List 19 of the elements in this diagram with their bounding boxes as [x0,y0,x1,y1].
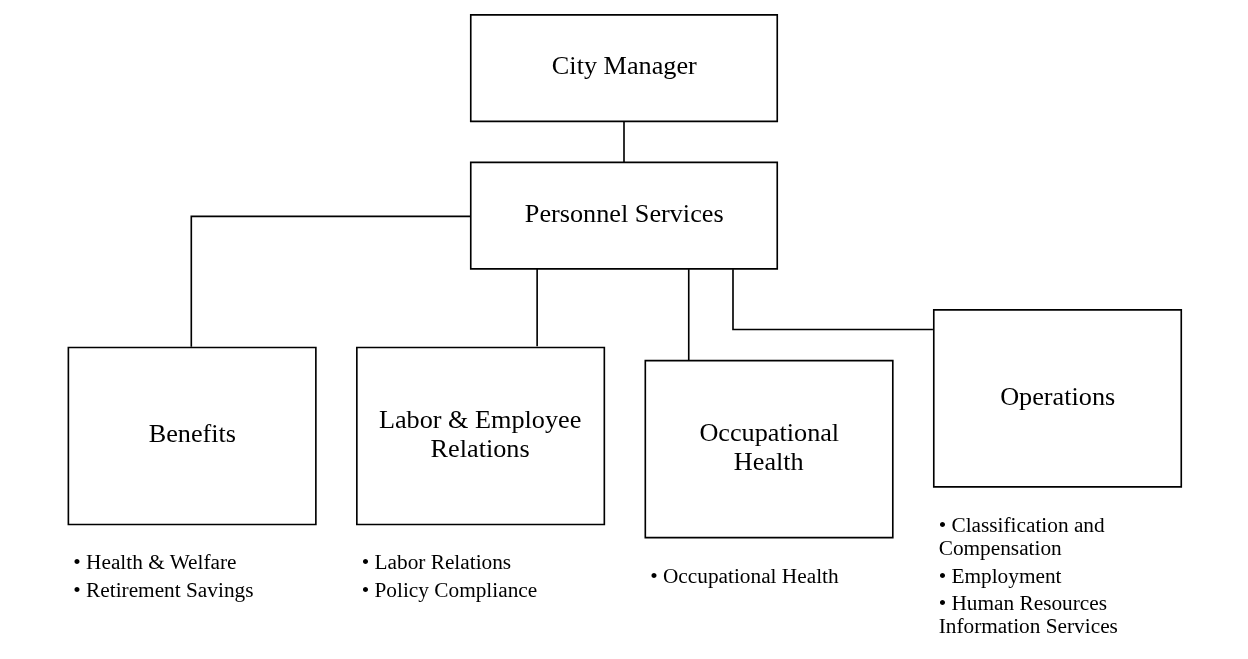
connector [732,268,934,331]
node-label: • Health & Welfare [73,550,237,575]
node-box: Personnel Services [469,161,779,270]
node-box: City Manager [469,14,779,123]
node-label: • Labor Relations [361,550,512,575]
connector [687,268,690,362]
connector [190,215,472,348]
node-label: • Classification and Compensation [938,512,1105,560]
node-label: • Employment [938,563,1062,588]
node-box: Benefits [67,346,317,526]
node-label: • Occupational Health [650,563,839,588]
node-label: • Policy Compliance [361,578,538,603]
node-label: • Retirement Savings [73,578,254,603]
node-label: • Human Resources Information Services [938,591,1118,639]
connector [536,268,538,348]
connector [623,120,625,164]
node-box: Labor & Employee Relations [356,346,606,526]
node-box: Operations [932,309,1183,488]
node-box: Occupational Health [644,359,894,539]
